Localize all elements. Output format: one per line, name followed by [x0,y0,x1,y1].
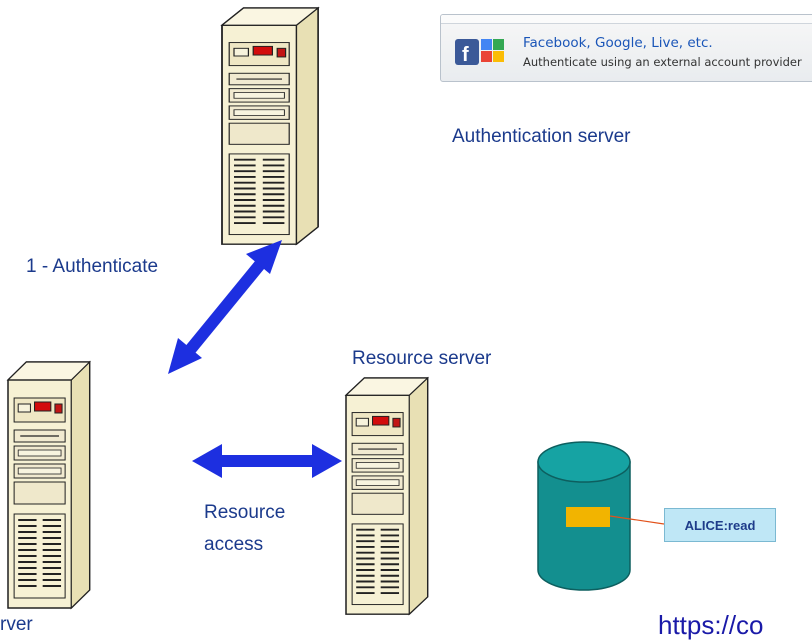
acl-tag: ALICE:read [664,508,776,542]
resource-access-label-line1: Resource [204,502,286,523]
client-server-icon [6,360,91,610]
url-partial[interactable]: https://co [658,610,764,640]
client-server-label-partial: rver [0,614,33,635]
authenticate-double-arrow-icon [168,240,282,374]
acl-connector [609,515,665,525]
authenticate-label: 1 - Authenticate [26,256,159,277]
provider-title: Facebook, Google, Live, etc. [523,35,713,51]
acl-record [566,507,610,527]
resource-access-double-arrow-icon [192,444,342,478]
resource-server-icon [344,376,429,616]
facebook-google-icon: f [455,39,504,66]
resource-server-label: Resource server [352,348,492,369]
provider-subtitle: Authenticate using an external account p… [523,55,802,69]
external-provider-option[interactable]: f Facebook, Google, Live, etc. Authentic… [440,14,812,82]
svg-text:f: f [462,44,469,66]
authentication-server-icon [220,6,320,246]
database-icon [537,441,631,591]
authentication-server-label: Authentication server [452,126,631,147]
provider-header-strip [441,15,812,24]
resource-access-label-line2: access [204,534,264,555]
